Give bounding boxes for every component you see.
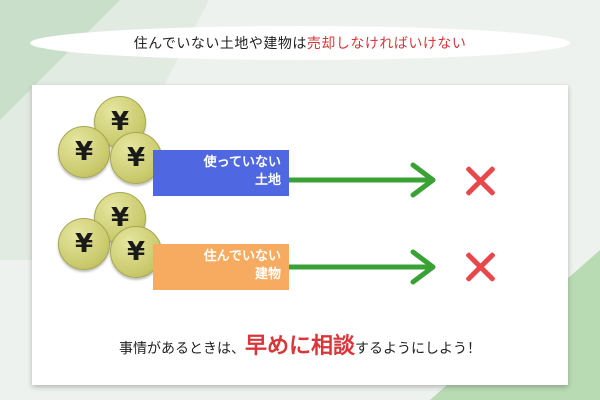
label-line-1: 住んでいない — [203, 249, 281, 264]
arrow-right-icon — [289, 162, 436, 198]
coin-stack-2: ¥ ¥ ¥ — [52, 192, 162, 278]
yen-coin-icon: ¥ — [58, 218, 110, 270]
label-unoccupied-building: 住んでいない 建物 — [153, 244, 289, 290]
label-unused-land: 使っていない 土地 — [153, 150, 289, 196]
title-banner: 住んでいない土地や建物は売却しなければいけない — [30, 26, 570, 60]
cross-mark-icon — [463, 250, 497, 284]
title-highlight: 売却しなければいけない — [306, 36, 467, 52]
yen-coin-icon: ¥ — [58, 126, 110, 178]
label-line-1: 使っていない — [203, 155, 281, 170]
arrow-right-icon — [289, 249, 436, 285]
coin-stack-1: ¥ ¥ ¥ — [52, 96, 162, 184]
advice-emphasis: 早めに相談 — [244, 334, 355, 359]
advice-message: 事情があるときは、早めに相談するようにしよう！ — [0, 328, 600, 360]
advice-after: するようにしよう！ — [355, 341, 481, 357]
title-prefix: 住んでいない土地や建物は — [133, 36, 307, 52]
advice-before: 事情があるときは、 — [118, 341, 245, 357]
label-line-2: 建物 — [254, 267, 281, 282]
cross-mark-icon — [463, 164, 497, 198]
label-line-2: 土地 — [254, 173, 281, 188]
